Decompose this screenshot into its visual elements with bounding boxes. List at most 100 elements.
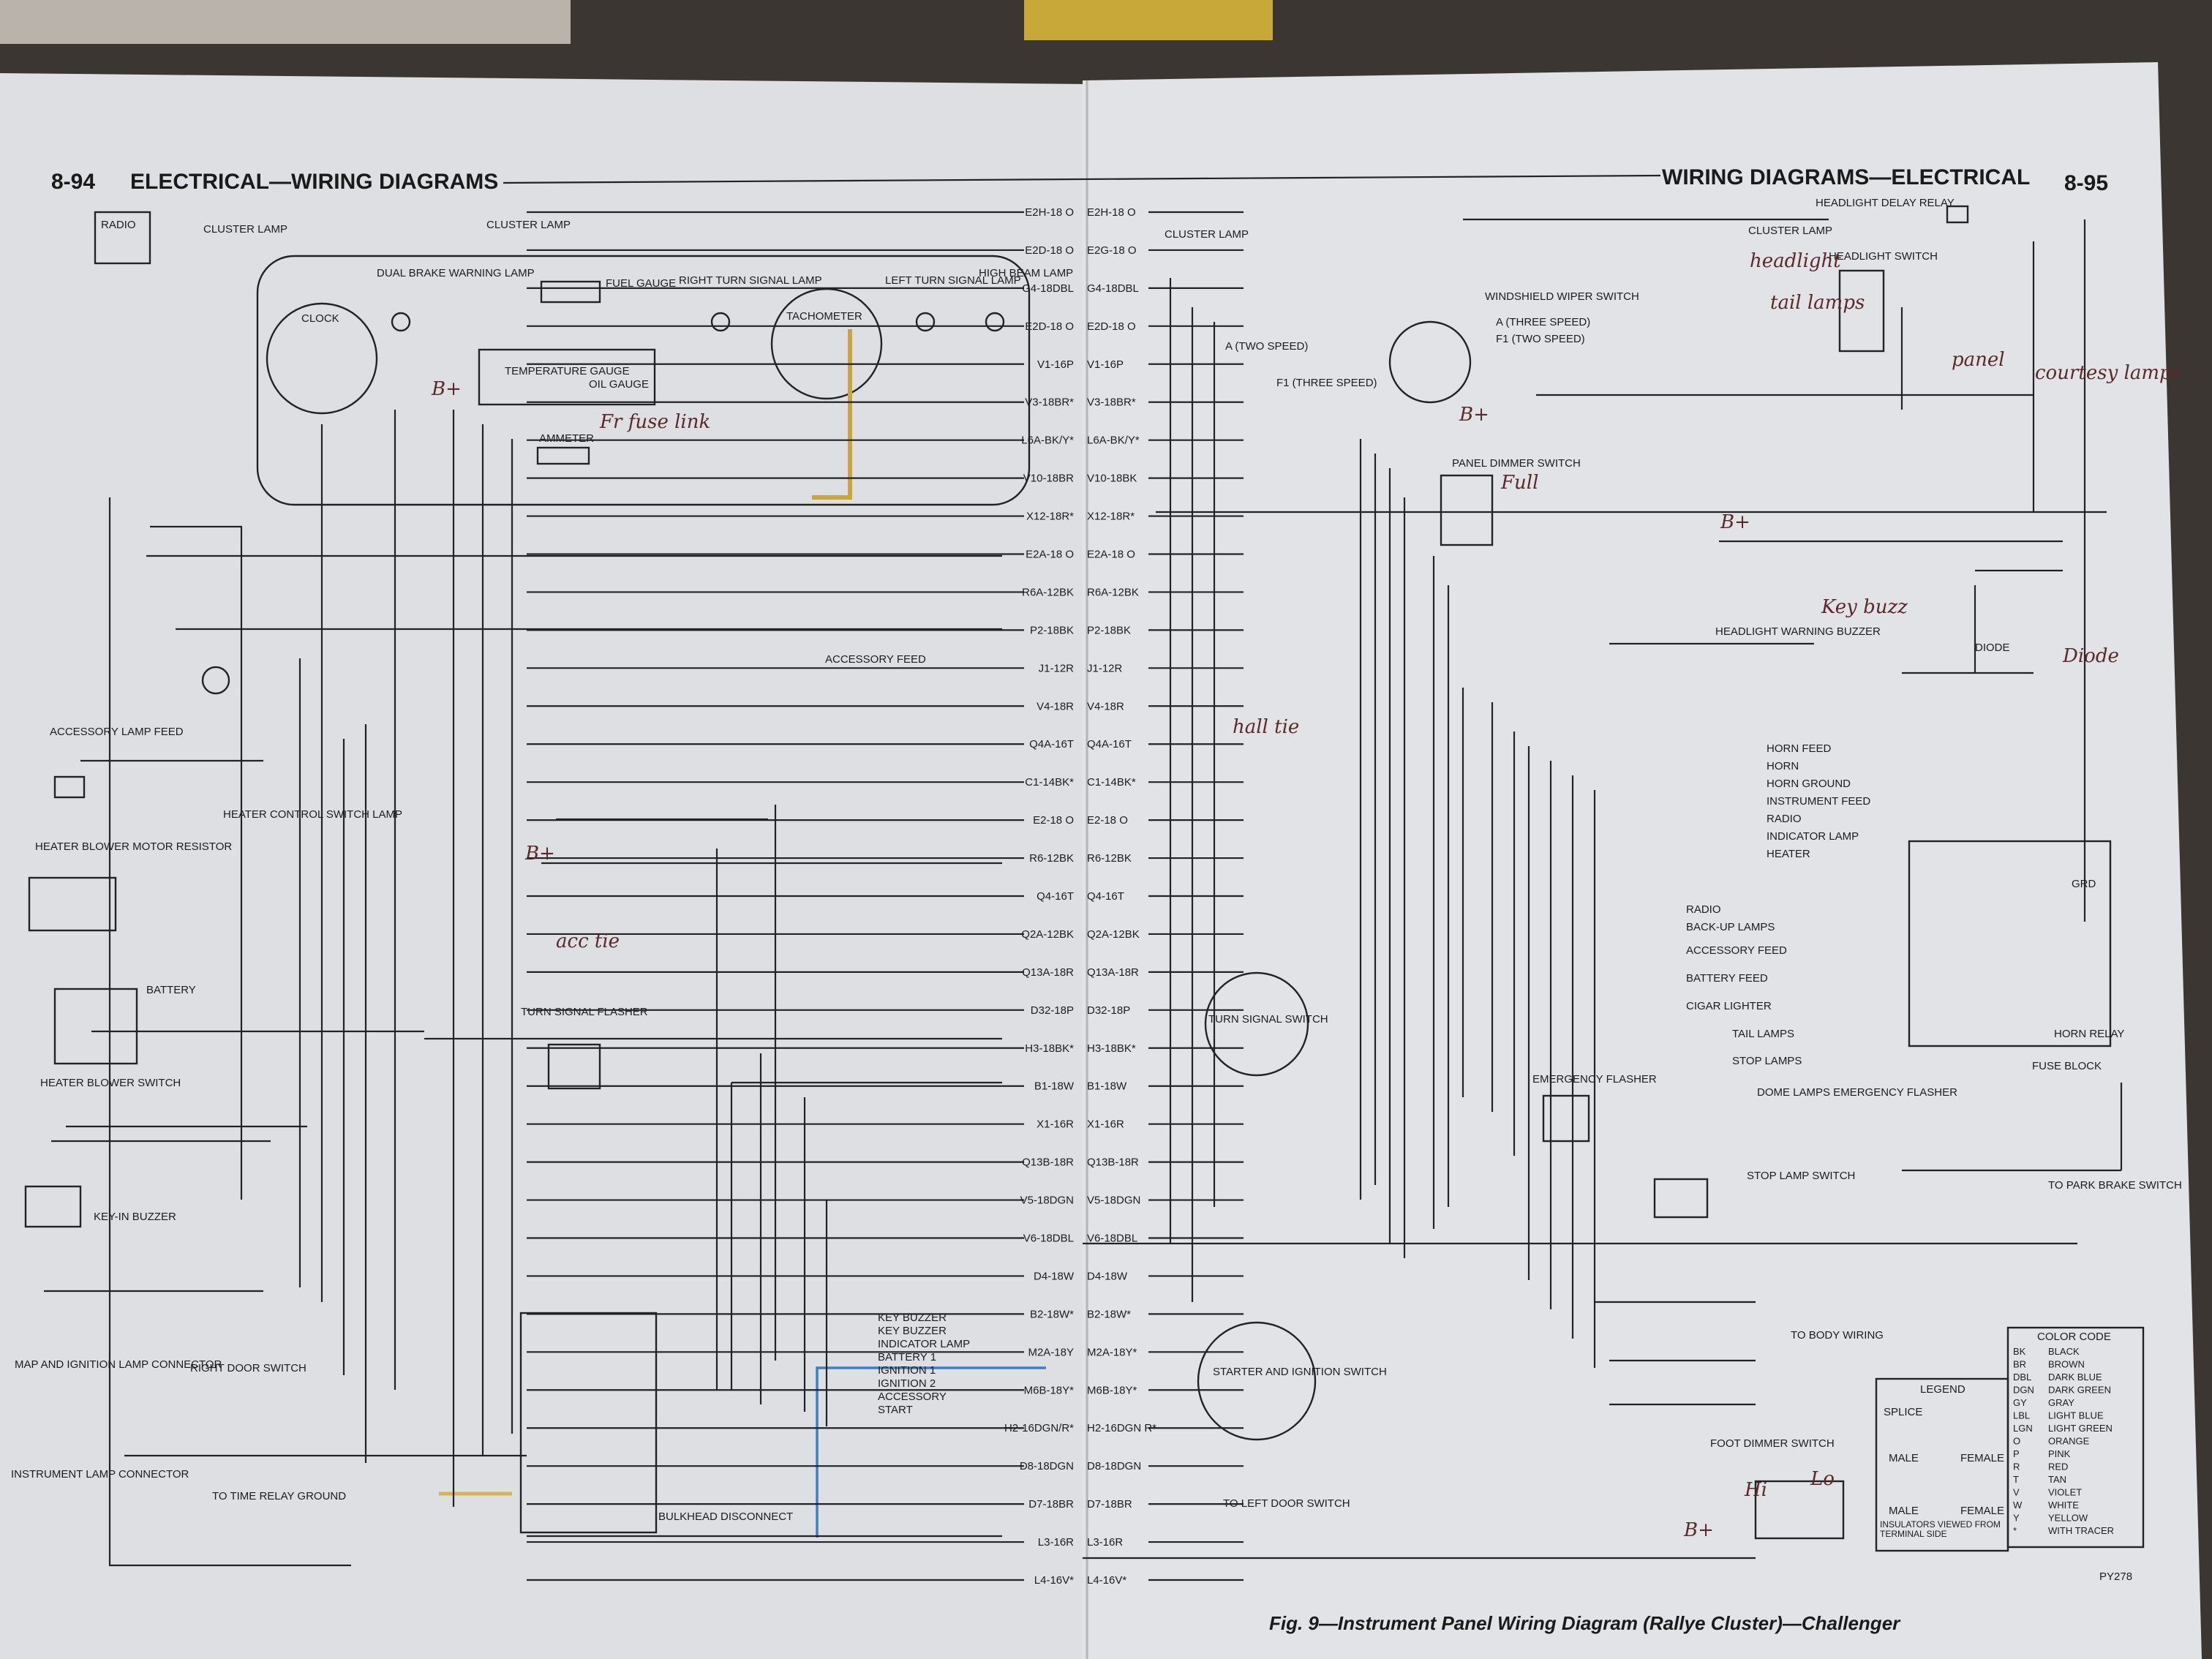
instrument-cluster-housing <box>256 255 1031 506</box>
wire-label-left: P2-18BK <box>1030 624 1074 636</box>
figure-code: PY278 <box>2099 1570 2132 1583</box>
handwritten-note: courtesy lamps <box>2035 362 2181 384</box>
right-page <box>1083 62 2202 1659</box>
wire-label-right: D8-18DGN <box>1087 1460 1141 1472</box>
wire-label-left: E2D-18 O <box>1025 320 1074 333</box>
fuse-label: INSTRUMENT FEED <box>1767 795 1870 808</box>
color-code-abbr: BK <box>2013 1346 2026 1357</box>
panel-dimmer-label: PANEL DIMMER SWITCH <box>1452 457 1581 470</box>
battery-label: BATTERY <box>146 984 196 996</box>
wire-label-left: H3-18BK* <box>1025 1042 1074 1055</box>
ammeter-box <box>536 446 590 465</box>
fuse-block-label: FUSE BLOCK <box>2032 1060 2102 1072</box>
wire-label-left: R6A-12BK <box>1022 586 1074 598</box>
wire-label-right: P2-18BK <box>1087 624 1131 636</box>
foot-dimmer-label: FOOT DIMMER SWITCH <box>1710 1437 1835 1450</box>
wire-label-left: E2-18 O <box>1033 814 1074 827</box>
brake-lamp-symbol <box>391 312 411 332</box>
bulkhead-disconnect-label: BULKHEAD DISCONNECT <box>658 1511 793 1523</box>
starter-ignition-switch-symbol <box>1197 1321 1317 1441</box>
accessory-feed-label: ACCESSORY FEED <box>825 653 926 666</box>
wire-label-right: G4-18DBL <box>1087 282 1139 295</box>
turn-signal-switch-symbol <box>1204 971 1309 1077</box>
color-code-abbr: T <box>2013 1474 2019 1485</box>
handtraced-blue-wire <box>816 1366 1046 1538</box>
wire-label-left: G4-18DBL <box>1022 282 1074 295</box>
handwritten-note: tail lamps <box>1770 292 1865 314</box>
wire-label-right: E2A-18 O <box>1087 549 1135 561</box>
left-turn-lamp-symbol <box>915 312 936 332</box>
wire-label-right: E2-18 O <box>1087 814 1128 827</box>
color-code-name: PINK <box>2048 1448 2071 1459</box>
wire-label-right: E2D-18 O <box>1087 320 1136 333</box>
color-code-abbr: Y <box>2013 1513 2020 1524</box>
color-code-abbr: P <box>2013 1448 2020 1459</box>
fuse-block-box <box>1908 840 2112 1047</box>
park-brake-switch-label: TO PARK BRAKE SWITCH <box>2048 1179 2182 1192</box>
wire-label-right: H2-16DGN R* <box>1087 1422 1156 1434</box>
handwritten-note: Full <box>1500 472 1538 494</box>
legend-female: FEMALE <box>1960 1452 2004 1464</box>
wire-label-left: V6-18DBL <box>1023 1233 1074 1245</box>
wire-label-right: M2A-18Y* <box>1087 1346 1137 1358</box>
fuse-label: RADIO <box>1767 813 1802 825</box>
wiper-label-a-two: A (TWO SPEED) <box>1225 340 1308 353</box>
headlight-switch-label: HEADLIGHT SWITCH <box>1829 250 1938 263</box>
wire-label-left: D4-18W <box>1034 1270 1075 1282</box>
color-code-name: BROWN <box>2048 1359 2085 1370</box>
fuse-label: HORN <box>1767 760 1799 772</box>
wire-label-left: M2A-18Y <box>1028 1346 1074 1358</box>
key-in-buzzer-label: KEY-IN BUZZER <box>94 1211 176 1223</box>
wire-label-left: Q4A-16T <box>1029 738 1074 750</box>
fuse-label: HORN GROUND <box>1767 778 1851 790</box>
fuse-label: RADIO <box>1686 903 1721 916</box>
handwritten-note: B+ <box>1683 1519 1714 1541</box>
map-lamp-connector-label: MAP AND IGNITION LAMP CONNECTOR <box>15 1358 222 1371</box>
color-code-name: YELLOW <box>2048 1513 2088 1524</box>
legend-male: MALE <box>1889 1452 1919 1464</box>
wire-label-left: E2A-18 O <box>1026 549 1074 561</box>
wire-label-left: B2-18W* <box>1030 1308 1074 1320</box>
wire-label-left: J1-12R <box>1039 662 1075 674</box>
wire-label-right: V5-18DGN <box>1087 1195 1140 1207</box>
wire-label-right: M6B-18Y* <box>1087 1384 1137 1396</box>
wire-label-left: H2-16DGN/R* <box>1004 1422 1074 1434</box>
color-code-abbr: LBL <box>2013 1410 2030 1421</box>
radio-box <box>94 211 151 265</box>
wire-label-left: L6A-BK/Y* <box>1021 434 1074 447</box>
heater-blower-switch-label: HEATER BLOWER SWITCH <box>40 1077 181 1089</box>
wire-label-left: R6-12BK <box>1029 852 1074 865</box>
ignition-label: KEY BUZZER <box>878 1325 947 1337</box>
wire-label-right: V6-18DBL <box>1087 1233 1137 1245</box>
handwritten-note: acc tie <box>556 930 620 952</box>
temp-oil-gauge-box <box>478 348 656 406</box>
right-page-number: 8-95 <box>2064 171 2108 195</box>
color-code-abbr: DBL <box>2013 1372 2031 1382</box>
cluster-lamp-label-4: CLUSTER LAMP <box>1748 225 1832 237</box>
legend-splice: SPLICE <box>1884 1406 1922 1418</box>
emergency-flasher-box <box>1542 1094 1590 1143</box>
cluster-lamp-label-3: CLUSTER LAMP <box>1165 228 1249 241</box>
wire-label-right: Q13A-18R <box>1087 966 1139 979</box>
wire-label-right: R6A-12BK <box>1087 586 1139 598</box>
headlight-delay-relay-label: HEADLIGHT DELAY RELAY <box>1816 197 1955 209</box>
right-door-switch-label: RIGHT DOOR SWITCH <box>190 1362 306 1374</box>
handwritten-note: Key buzz <box>1821 596 1908 618</box>
wire-label-left: C1-14BK* <box>1025 776 1074 789</box>
wire-label-left: X12-18R* <box>1026 511 1074 523</box>
fuse-label: STOP LAMPS <box>1732 1055 1802 1067</box>
legend-insulators: INSULATORS VIEWED FROM TERMINAL SIDE <box>1880 1520 2001 1539</box>
fuse-label: ACCESSORY FEED <box>1686 944 1787 957</box>
handwritten-notes: B+ Fr fuse link acc tie B+ B+ headlight … <box>431 250 2181 1541</box>
panel-dimmer-box <box>1440 474 1494 546</box>
wire-label-left: V3-18BR* <box>1025 396 1074 409</box>
stop-lamp-switch-label: STOP LAMP SWITCH <box>1747 1170 1855 1182</box>
fuse-label: INDICATOR LAMP <box>1767 830 1859 843</box>
color-code-name: VIOLET <box>2048 1487 2082 1498</box>
left-page-title: ELECTRICAL—WIRING DIAGRAMS <box>130 170 498 194</box>
color-code-title: COLOR CODE <box>2037 1331 2111 1343</box>
fuse-label: BACK-UP LAMPS <box>1686 921 1775 933</box>
wire-label-right: D7-18BR <box>1087 1498 1132 1511</box>
wire-label-right: L6A-BK/Y* <box>1087 434 1140 447</box>
wire-label-left: M6B-18Y* <box>1024 1384 1075 1396</box>
